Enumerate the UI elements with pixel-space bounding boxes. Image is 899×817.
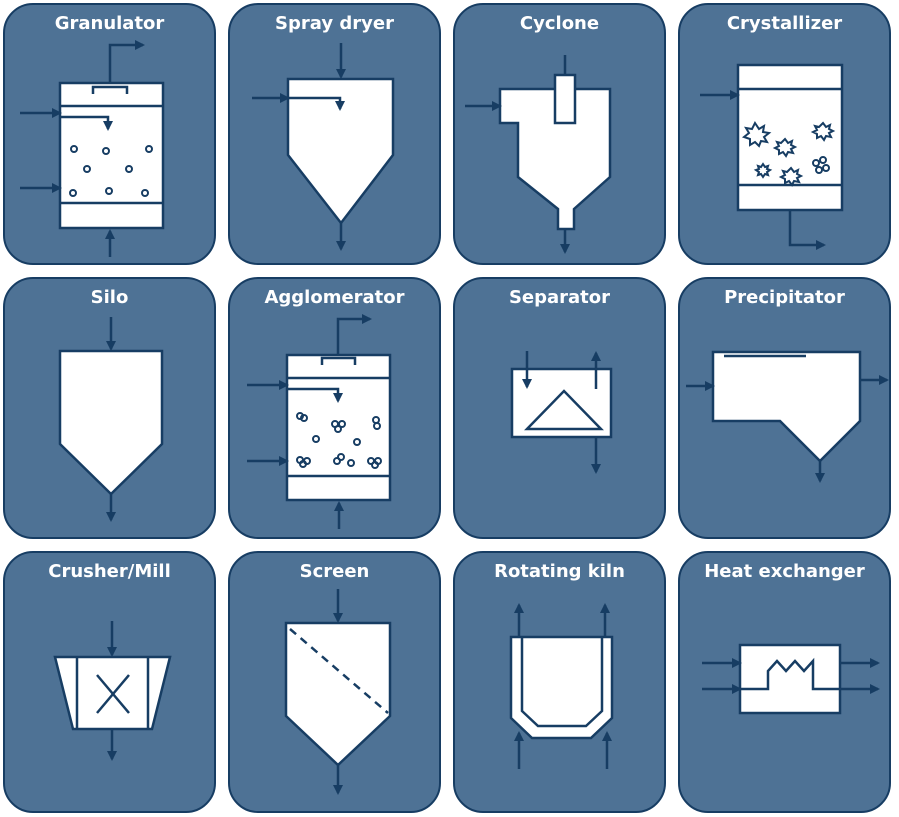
tile-label: Separator <box>508 287 611 308</box>
tile-cyclone: Cyclone <box>453 3 666 265</box>
tile-rotating-kiln: Rotating kiln <box>453 551 666 813</box>
tile-label: Spray dryer <box>275 13 394 34</box>
tile-granulator: Granulator <box>3 3 216 265</box>
tile-label: Crystallizer <box>726 13 843 34</box>
silo-icon <box>58 317 164 522</box>
screen-icon <box>284 589 392 795</box>
separator-icon <box>510 351 613 474</box>
tile-label: Silo <box>90 287 129 308</box>
crystallizer-icon <box>700 63 844 250</box>
tile-precipitator: Precipitator <box>678 277 891 539</box>
heat-exchanger-icon <box>702 643 880 715</box>
tile-separator: Separator <box>453 277 666 539</box>
tile-label: Granulator <box>54 13 165 34</box>
tile-label: Crusher/Mill <box>48 561 171 582</box>
tile-label: Precipitator <box>724 287 845 308</box>
tile-agglomerator: Agglomerator <box>228 277 441 539</box>
tile-label: Cyclone <box>519 13 600 34</box>
tile-label: Heat exchanger <box>704 561 865 582</box>
tile-label: Rotating kiln <box>494 561 625 582</box>
spray-dryer-icon <box>252 43 395 251</box>
tile-silo: Silo <box>3 277 216 539</box>
precipitator-icon <box>686 350 889 483</box>
tile-label: Screen <box>299 561 370 582</box>
agglomerator-icon <box>247 314 392 529</box>
tile-heat-exchanger: Heat exchanger <box>678 551 891 813</box>
granulator-icon <box>20 40 165 257</box>
tile-crusher-mill: Crusher/Mill <box>3 551 216 813</box>
tile-spray-dryer: Spray dryer <box>228 3 441 265</box>
tile-screen: Screen <box>228 551 441 813</box>
tile-crystallizer: Crystallizer <box>678 3 891 265</box>
cyclone-icon <box>465 55 612 254</box>
tile-label: Agglomerator <box>264 287 405 308</box>
crusher-mill-icon <box>53 621 172 761</box>
rotating-kiln-icon <box>509 603 614 769</box>
